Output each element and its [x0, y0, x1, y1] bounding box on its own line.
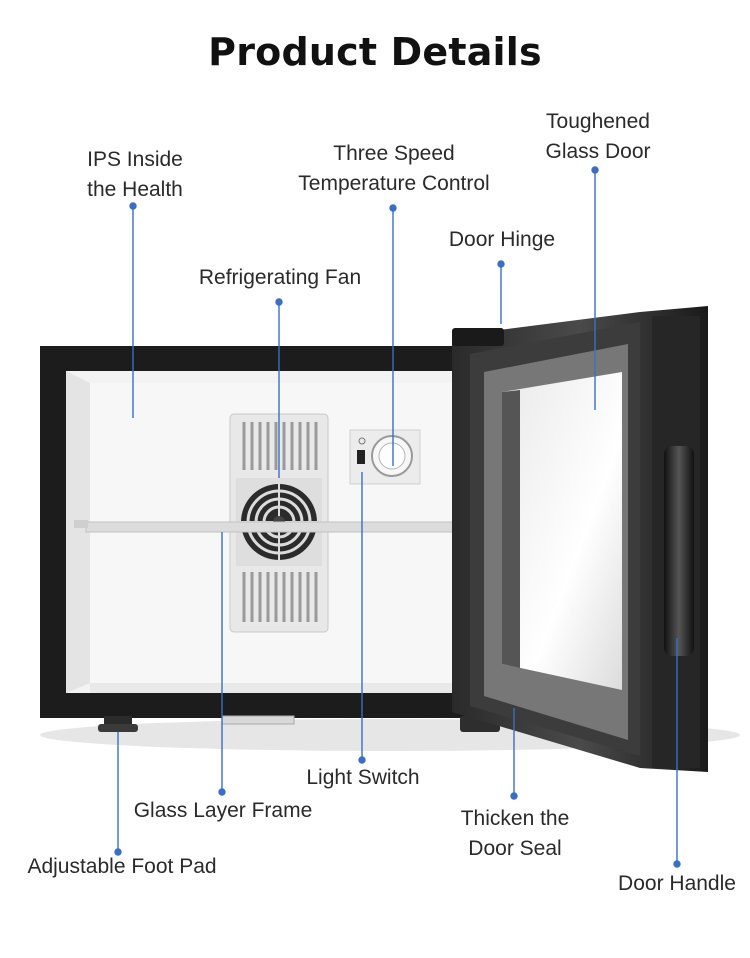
- glass-shelf: [74, 520, 467, 533]
- glass-door: [452, 306, 708, 772]
- label-glass-layer-frame: Glass Layer Frame: [133, 799, 313, 822]
- temperature-control-panel: [349, 429, 421, 485]
- label-light-switch: Light Switch: [306, 766, 420, 789]
- label-refrigerating-fan: Refrigerating Fan: [198, 266, 362, 289]
- label-adjustable-foot-pad: Adjustable Foot Pad: [27, 855, 217, 878]
- page-title: Product Details: [208, 30, 542, 74]
- label-door-handle: Door Handle: [618, 872, 736, 895]
- label-door-hinge: Door Hinge: [448, 228, 556, 251]
- leader-lines: [114, 166, 681, 868]
